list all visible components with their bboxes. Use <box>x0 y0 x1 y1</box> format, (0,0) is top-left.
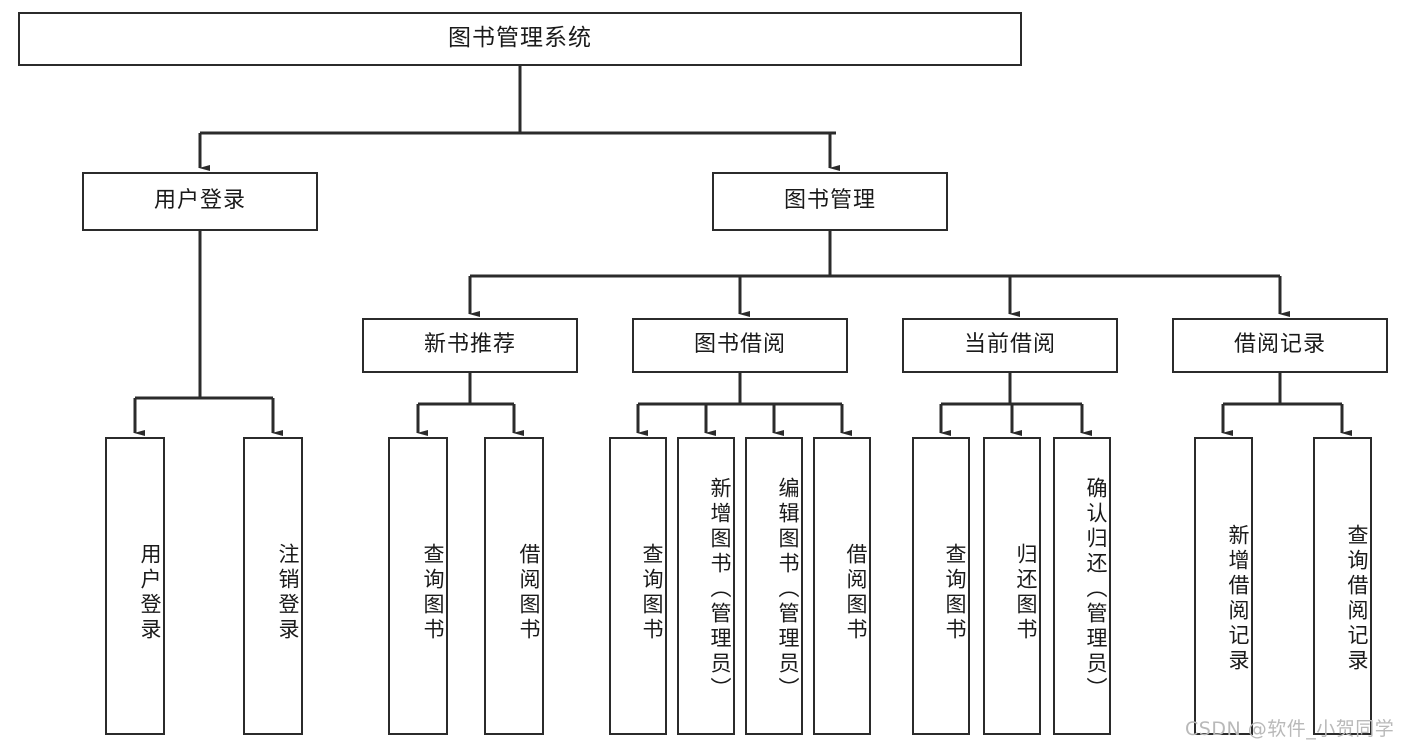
node-leaf-user-logout[interactable]: 注销登录 <box>243 437 303 735</box>
node-leaf-confirm-return[interactable]: 确认归还（管理员） <box>1053 437 1111 735</box>
node-borrow-record-label: 借阅记录 <box>1233 332 1326 358</box>
node-leaf-query-book-1-label: 查询图书 <box>421 543 445 643</box>
node-leaf-user-login[interactable]: 用户登录 <box>105 437 165 735</box>
node-new-book-recommend[interactable]: 新书推荐 <box>362 318 578 373</box>
node-leaf-add-book-label: 新增图书（管理员） <box>708 476 732 702</box>
node-leaf-borrow-book-1-label: 借阅图书 <box>517 543 541 643</box>
node-leaf-return-book-label: 归还图书 <box>1014 543 1038 643</box>
node-leaf-borrow-book-2[interactable]: 借阅图书 <box>813 437 871 735</box>
node-leaf-add-borrow-record[interactable]: 新增借阅记录 <box>1194 437 1253 735</box>
node-current-borrow[interactable]: 当前借阅 <box>902 318 1118 373</box>
node-leaf-query-book-3[interactable]: 查询图书 <box>912 437 970 735</box>
node-leaf-query-borrow-record[interactable]: 查询借阅记录 <box>1313 437 1372 735</box>
node-leaf-user-logout-label: 注销登录 <box>276 543 300 643</box>
node-leaf-add-book[interactable]: 新增图书（管理员） <box>677 437 735 735</box>
node-book-manage[interactable]: 图书管理 <box>712 172 948 231</box>
node-leaf-borrow-book-2-label: 借阅图书 <box>844 543 868 643</box>
node-leaf-return-book[interactable]: 归还图书 <box>983 437 1041 735</box>
node-user-login-label: 用户登录 <box>153 188 246 214</box>
node-leaf-confirm-return-label: 确认归还（管理员） <box>1084 476 1108 702</box>
node-leaf-add-borrow-record-label: 新增借阅记录 <box>1226 524 1250 674</box>
watermark: CSDN @软件_小贺同学 <box>1185 718 1395 740</box>
node-book-manage-label: 图书管理 <box>783 188 876 214</box>
node-leaf-query-book-2[interactable]: 查询图书 <box>609 437 667 735</box>
node-leaf-query-book-2-label: 查询图书 <box>640 543 664 643</box>
node-leaf-query-borrow-record-label: 查询借阅记录 <box>1345 524 1369 674</box>
node-leaf-edit-book[interactable]: 编辑图书（管理员） <box>745 437 803 735</box>
node-leaf-query-book-3-label: 查询图书 <box>943 543 967 643</box>
node-leaf-edit-book-label: 编辑图书（管理员） <box>776 476 800 702</box>
node-leaf-user-login-label: 用户登录 <box>138 543 162 643</box>
node-new-book-recommend-label: 新书推荐 <box>423 332 516 358</box>
node-borrow-record[interactable]: 借阅记录 <box>1172 318 1388 373</box>
node-current-borrow-label: 当前借阅 <box>963 332 1056 358</box>
node-user-login[interactable]: 用户登录 <box>82 172 318 231</box>
node-root[interactable]: 图书管理系统 <box>18 12 1022 66</box>
node-root-label: 图书管理系统 <box>448 25 592 52</box>
node-book-borrow[interactable]: 图书借阅 <box>632 318 848 373</box>
node-book-borrow-label: 图书借阅 <box>693 332 786 358</box>
node-leaf-query-book-1[interactable]: 查询图书 <box>388 437 448 735</box>
node-leaf-borrow-book-1[interactable]: 借阅图书 <box>484 437 544 735</box>
